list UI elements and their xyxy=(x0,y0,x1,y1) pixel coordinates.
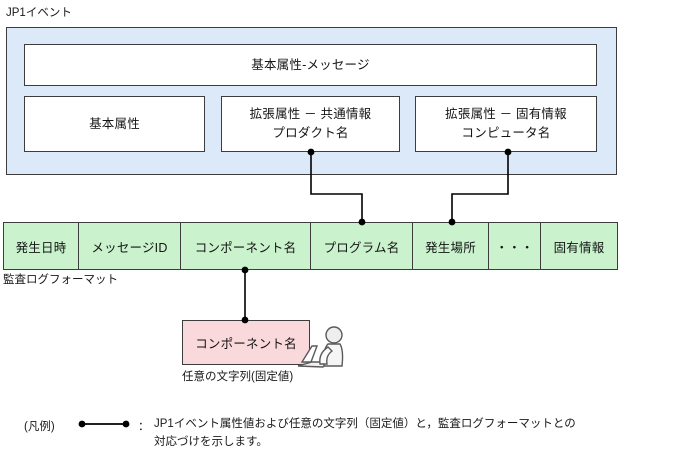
jp1-box-basic-message-line-1: 基本属性-メッセージ xyxy=(251,57,370,72)
audit-log-column-occurrence-place: 発生場所 xyxy=(413,223,489,269)
audit-log-format-table: 発生日時 メッセージID コンポーネント名 プログラム名 発生場所 ・・・ 固有… xyxy=(3,222,618,270)
audit-log-column-unique-info: 固有情報 xyxy=(553,240,605,255)
jp1-box-extended-common-line-2: プロダクト名 xyxy=(272,126,349,140)
legend-colon: ： xyxy=(138,421,150,433)
jp1-box-extended-common-line-1: 拡張属性 － 共通情報 xyxy=(249,107,372,121)
jp1-box-extended-unique-line-2: コンピュータ名 xyxy=(461,126,551,140)
jp1-box-basic-message: 基本属性-メッセージ xyxy=(24,44,597,86)
legend-description: JP1イベント属性値および任意の文字列（固定値）と，監査ログフォーマットとの 対… xyxy=(154,415,675,451)
audit-log-column-ellipsis: ・・・ xyxy=(489,223,541,269)
legend-description-line-1: JP1イベント属性値および任意の文字列（固定値）と，監査ログフォーマットとの xyxy=(154,418,576,430)
jp1-box-extended-unique: 拡張属性 － 固有情報 コンピュータ名 xyxy=(415,96,597,152)
audit-log-column-program-name: プログラム名 xyxy=(311,223,413,269)
audit-log-caption: 監査ログフォーマット xyxy=(3,274,118,286)
jp1-box-extended-common: 拡張属性 － 共通情報 プロダクト名 xyxy=(221,96,400,152)
component-name-caption: 任意の文字列(固定値) xyxy=(182,371,294,383)
jp1-event-caption: JP1イベント xyxy=(6,7,72,19)
audit-log-column-message-id: メッセージID xyxy=(79,223,181,269)
legend-connector-symbol-icon xyxy=(78,420,130,428)
audit-log-column-occurrence-datetime: 発生日時 xyxy=(4,223,79,269)
jp1-box-basic-attribute: 基本属性 xyxy=(24,96,205,152)
person-at-laptop-icon xyxy=(297,326,344,368)
jp1-box-basic-attribute-line-1: 基本属性 xyxy=(89,116,140,131)
audit-log-column-component-name: コンポーネント名 xyxy=(181,223,311,269)
legend-description-line-2: 対応づけを示します。 xyxy=(154,436,268,448)
legend-label: (凡例) xyxy=(24,421,55,433)
jp1-box-extended-unique-line-1: 拡張属性 － 固有情報 xyxy=(445,107,567,121)
component-name-box: コンポーネント名 xyxy=(182,320,310,365)
